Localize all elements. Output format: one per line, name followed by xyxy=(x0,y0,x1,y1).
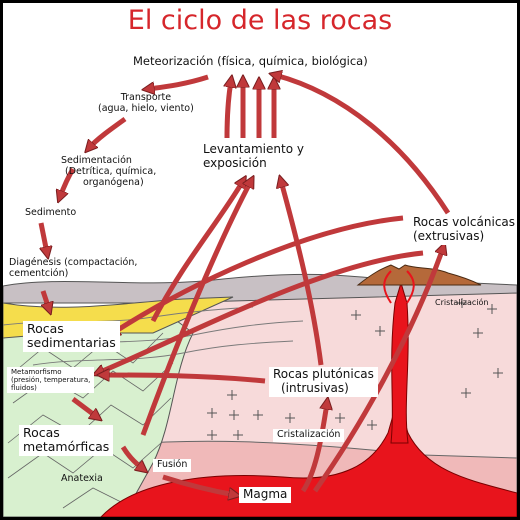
label-diagenesis-line-2: cementción) xyxy=(9,267,69,279)
label-metamorfismo-line-2: (presión, temperatura, xyxy=(11,376,91,385)
arrow-volcanicas-metamorfismo xyxy=(98,250,424,373)
label-anatexia: Anatexia xyxy=(61,473,103,484)
label-rocas-plutonicas: Rocas plutónicas (intrusivas) xyxy=(269,367,378,397)
label-cristalizacion-plutonica: Cristalización xyxy=(273,429,345,442)
label-transporte: Transporte (agua, hielo, viento) xyxy=(98,92,194,115)
label-levantamiento-line-1: Levantamiento y xyxy=(203,142,304,156)
label-rocas-metamorficas-line-1: Rocas xyxy=(23,425,60,440)
diagram-title: El ciclo de las rocas xyxy=(127,5,393,36)
label-metamorfismo: Metamorfismo (presión, temperatura, flui… xyxy=(7,367,95,394)
label-rocas-sedimentarias-line-2: sedimentarias xyxy=(27,335,116,351)
label-sedimentacion-line-2: (Detrítica, química, xyxy=(65,165,157,177)
label-rocas-plutonicas-line-2: (intrusivas) xyxy=(281,380,349,395)
cycle-arrows xyxy=(38,74,451,495)
label-diagenesis-line-1: Diagénesis (compactación, xyxy=(9,257,138,268)
arrow-fusion-magma xyxy=(162,474,235,495)
arrow-metamorficas-levantamiento xyxy=(140,181,251,436)
label-magma: Magma xyxy=(239,487,292,503)
label-rocas-volcanicas-line-1: Rocas volcánicas xyxy=(413,215,516,229)
label-cristalizacion-volcanica: Cristalización xyxy=(435,298,489,307)
label-metamorfismo-line-1: Metamorfismo xyxy=(11,368,62,376)
label-sedimento: Sedimento xyxy=(25,207,77,218)
label-levantamiento: Levantamiento y exposición xyxy=(203,142,304,171)
arrow-sedimento-diagenesis xyxy=(38,222,47,253)
arrow-metamorfismo-metamorficas xyxy=(71,397,97,417)
label-rocas-plutonicas-line-1: Rocas plutónicas xyxy=(273,367,374,381)
label-rocas-volcanicas: Rocas volcánicas (extrusivas) xyxy=(409,215,517,245)
label-rocas-volcanicas-line-2: (extrusivas) xyxy=(413,228,485,243)
label-rocas-metamorficas-line-2: metamórficas xyxy=(23,439,110,455)
label-sedimentacion-line-1: Sedimentación xyxy=(61,155,132,166)
arrow-metamorficas-fusion xyxy=(120,445,143,469)
label-transporte-line-1: Transporte xyxy=(120,92,172,103)
label-sedimentacion-line-3: organógena) xyxy=(83,176,144,188)
volcanic-conduit xyxy=(390,281,409,444)
arrow-magma-plutonicas xyxy=(300,403,327,493)
arrow-volcanicas-meteorizacion xyxy=(275,75,451,215)
arrow-levantamiento-meteorizacion-4 xyxy=(227,81,231,139)
label-metamorfismo-line-3: fluidos) xyxy=(11,384,37,393)
arrow-transporte-sedimentacion xyxy=(89,116,127,148)
label-diagenesis: Diagénesis (compactación, cementción) xyxy=(9,257,138,280)
arrow-plutonicas-levantamiento xyxy=(281,181,324,366)
label-rocas-metamorficas: Rocas metamórficas xyxy=(19,425,114,456)
label-sedimentacion: Sedimentación (Detrítica, química, organ… xyxy=(61,155,157,189)
plutonic-texture xyxy=(207,298,503,440)
label-levantamiento-line-2: exposición xyxy=(203,155,267,170)
arrow-sedimentacion-sedimento xyxy=(60,167,76,197)
label-meteorizacion: Meteorización (física, química, biológic… xyxy=(133,54,368,68)
label-rocas-sedimentarias: Rocas sedimentarias xyxy=(23,321,120,352)
arrow-volcanicas-sedimentarias xyxy=(113,215,404,333)
arrow-plutonicas-metamorfismo xyxy=(103,375,266,384)
volcano-cone xyxy=(356,264,482,286)
lava-channel xyxy=(383,270,415,304)
label-transporte-line-2: (agua, hielo, viento) xyxy=(98,102,194,114)
arrow-magma-volcanicas xyxy=(312,248,443,493)
label-rocas-sedimentarias-line-1: Rocas xyxy=(27,321,64,336)
arrow-diagenesis-sedimentarias xyxy=(40,290,49,309)
label-fusion: Fusión xyxy=(153,459,192,472)
arrow-meteorizacion-transporte xyxy=(148,74,209,89)
